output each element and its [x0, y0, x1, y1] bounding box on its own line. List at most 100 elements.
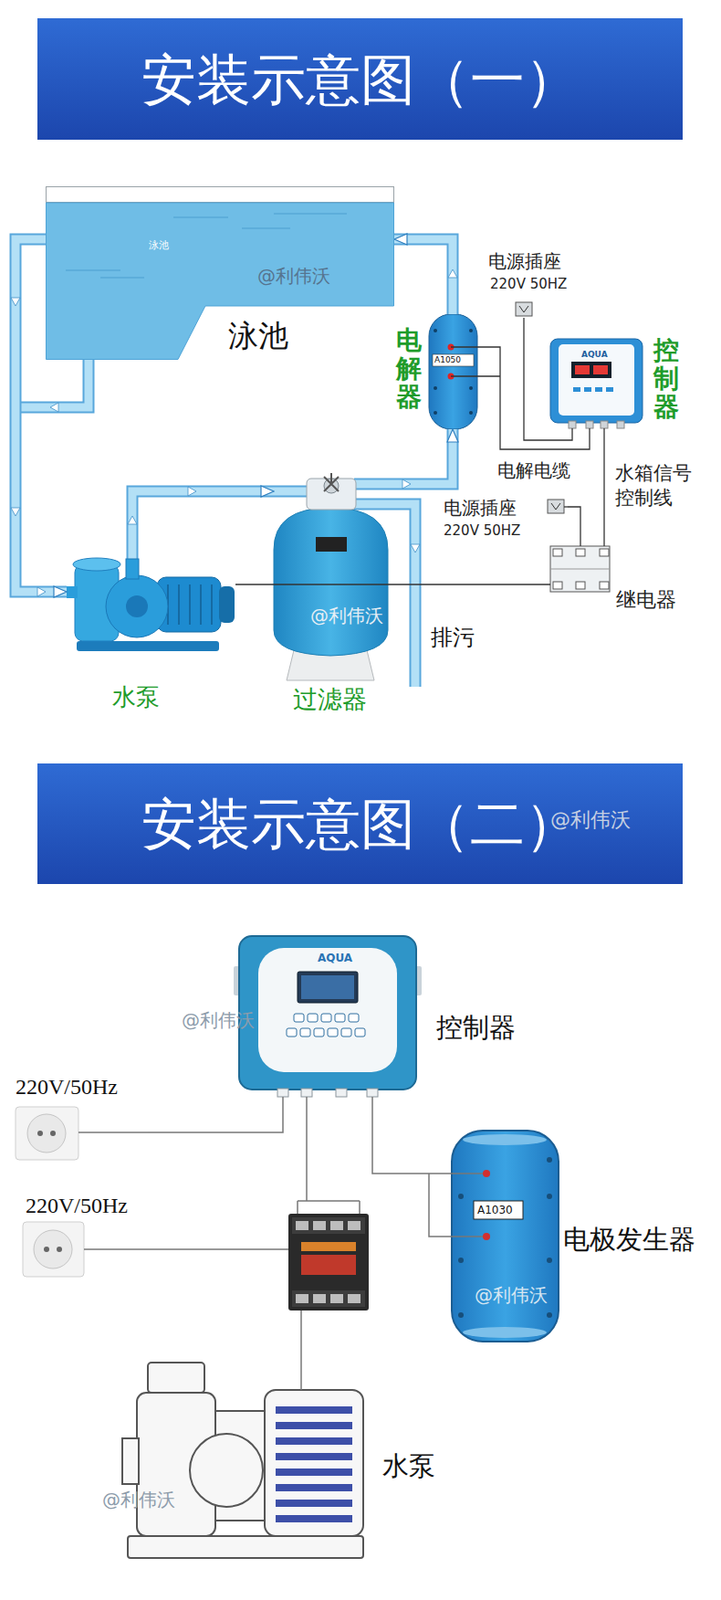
controller [297, 971, 358, 1003]
contactor [288, 1212, 369, 1310]
model-number: A1050 [434, 355, 461, 366]
wall-socket [15, 1106, 79, 1160]
device-label: 水泵 [382, 1449, 436, 1482]
flow-arrow [10, 297, 21, 306]
cable [604, 428, 606, 546]
watermark: @利伟沃 [257, 264, 331, 287]
electrode-generator: A1030 电极发生器 [451, 1129, 703, 1341]
controller [366, 1087, 378, 1097]
cable [567, 506, 581, 546]
cable-label: 水箱信号 控制线 [615, 460, 700, 512]
controller [585, 420, 594, 429]
contactor [313, 1293, 326, 1303]
controller [239, 935, 417, 1089]
wiring [300, 1309, 303, 1390]
relay [575, 548, 586, 556]
controller [550, 338, 643, 423]
cable-line [478, 346, 590, 450]
cable-line [603, 428, 605, 546]
water-pump [125, 595, 148, 617]
controller [616, 420, 625, 429]
banner-title: 安装示意图（二） [141, 790, 580, 857]
contactor [301, 1241, 356, 1251]
wiring [297, 1096, 360, 1213]
motor-fins [275, 1483, 353, 1491]
relay [550, 545, 610, 592]
watermark: @利伟沃 [102, 1487, 176, 1510]
wall-socket [37, 1129, 43, 1136]
water-pump: 水泵 [122, 1356, 442, 1560]
contactor [295, 1220, 309, 1230]
contactor [292, 1216, 366, 1234]
wall-socket: 220V/50Hz [22, 1191, 158, 1278]
controller [233, 935, 422, 1097]
controller [550, 338, 643, 429]
terminal-dot [482, 1232, 491, 1240]
relay [575, 581, 586, 589]
electrolyzer [428, 313, 478, 429]
pool-water [46, 202, 395, 360]
title-banner: 安装示意图（一） [37, 18, 683, 140]
model-number: A1030 [477, 1202, 513, 1216]
water-pipe [394, 239, 453, 314]
socket-label: 电源插座 [488, 250, 562, 272]
brand-label: AQUA [317, 950, 353, 964]
controller [355, 1027, 366, 1036]
socket-label: 电源插座 [443, 496, 517, 519]
filter-inlet-pipe [273, 485, 309, 498]
swimming-pool: 泳池泳池 [45, 186, 395, 360]
cable-label: 电解电缆 [497, 459, 571, 481]
device-label: 继电器 [616, 587, 677, 612]
controller [293, 1013, 304, 1022]
electrolyzer [433, 328, 438, 333]
device-label: 电极发生器 [563, 1222, 696, 1255]
controller [301, 974, 355, 999]
voltage-label: 220V 50HZ [490, 275, 567, 293]
electrolyzer [469, 328, 473, 333]
water-pump [125, 558, 139, 579]
contactor [330, 1220, 344, 1230]
electrolyzer: 电解器 A1050 [396, 313, 479, 429]
filter-outlet-pipe [354, 483, 389, 485]
wall-socket [15, 1106, 79, 1160]
device-label: 电解器 [396, 326, 422, 411]
wall-socket [22, 1221, 84, 1276]
water-pipe [132, 491, 274, 548]
watermark: @利伟沃 [550, 807, 631, 832]
socket-symbol [519, 305, 529, 313]
terminal-dot [482, 1169, 491, 1177]
pool-inner-label: 泳池 [148, 239, 169, 251]
wall-socket [50, 1129, 56, 1136]
device-label: 控制器 [653, 336, 680, 421]
pipe-bore [394, 239, 453, 314]
controller [593, 365, 608, 375]
socket-symbol [547, 499, 568, 513]
controller [307, 1013, 318, 1022]
connector-group [15, 239, 605, 1173]
water-pump-outline [264, 1389, 364, 1536]
water-pump [167, 584, 212, 625]
motor-fins [275, 1421, 353, 1429]
water-pump-outline [147, 1361, 205, 1392]
sand-filter [273, 507, 388, 656]
water-pump-outline [127, 1535, 364, 1557]
filter-inlet-pipe [273, 491, 309, 492]
water-pipe [388, 428, 453, 484]
cable [147, 1096, 283, 1132]
contactor [330, 1293, 344, 1303]
electrode-generator [458, 1192, 464, 1199]
electrode-generator [458, 1311, 464, 1317]
voltage-label: 220V 50HZ [443, 522, 521, 539]
cable-line [235, 583, 551, 585]
contactor [313, 1220, 326, 1230]
watermark: @利伟沃 [310, 604, 384, 627]
motor-fins [275, 1452, 353, 1460]
flow-arrow [37, 586, 46, 596]
sand-filter: 过滤器 [273, 472, 389, 716]
motor-fins [275, 1514, 353, 1522]
water-pump [73, 557, 121, 571]
relay [550, 568, 610, 570]
sand-filter [273, 472, 388, 680]
relay [599, 581, 609, 589]
voltage-label: 220V/50Hz [25, 1191, 128, 1219]
